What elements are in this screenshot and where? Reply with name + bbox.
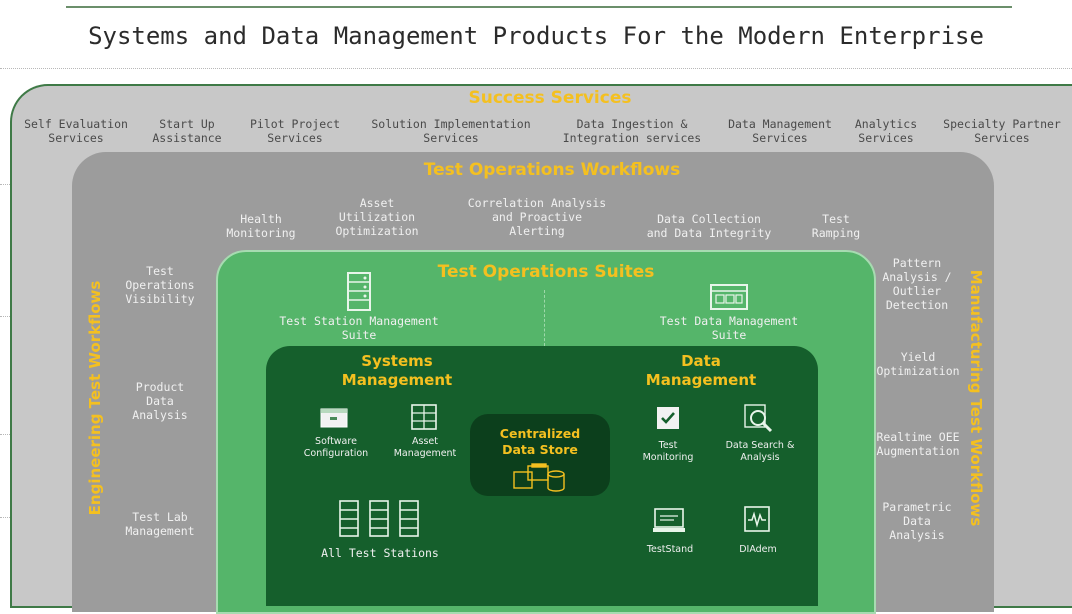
service-pilot-project: Pilot Project Services	[249, 117, 340, 145]
workflow-health-monitoring: Health Monitoring	[226, 212, 296, 240]
checkbox-icon	[656, 406, 680, 430]
test-stations-icon	[338, 500, 420, 538]
service-analytics: Analytics Services	[854, 117, 918, 145]
all-test-stations-label: All Test Stations	[321, 546, 439, 560]
systems-management-heading: Systems Management	[341, 352, 453, 389]
workflow-product-data-analysis: Product Data Analysis	[132, 380, 188, 422]
test-operations-workflows-heading: Test Operations Workflows	[423, 160, 681, 180]
success-services-heading: Success Services	[468, 88, 632, 108]
test-data-management-suite: Test Data Management Suite	[659, 314, 799, 342]
workflow-parametric-data: Parametric Data Analysis	[882, 500, 952, 542]
database-icon	[512, 462, 568, 494]
workflow-realtime-oee: Realtime OEE Augmentation	[876, 430, 960, 458]
teststand-icon	[652, 508, 686, 534]
test-operations-suites-heading: Test Operations Suites	[437, 262, 655, 282]
workflow-test-operations-visibility: Test Operations Visibility	[125, 264, 195, 306]
workflow-asset-utilization: Asset Utilization Optimization	[335, 196, 419, 238]
software-window-icon	[320, 408, 348, 428]
service-data-management: Data Management Services	[728, 117, 832, 145]
service-solution-implementation: Solution Implementation Services	[371, 117, 531, 145]
software-configuration-label: Software Configuration	[303, 436, 369, 459]
workflow-test-ramping: Test Ramping	[811, 212, 861, 240]
workflow-correlation-analysis: Correlation Analysis and Proactive Alert…	[467, 196, 607, 238]
data-management-heading: Data Management	[645, 352, 757, 389]
title-rule	[66, 6, 1012, 8]
centralized-data-store-panel	[470, 414, 610, 496]
workflow-pattern-analysis: Pattern Analysis / Outlier Detection	[882, 256, 952, 312]
dotted-guide	[0, 68, 1072, 69]
test-monitoring-label: Test Monitoring	[642, 440, 694, 463]
data-search-analysis-label: Data Search & Analysis	[725, 440, 795, 463]
workflow-data-collection: Data Collection and Data Integrity	[646, 212, 772, 240]
server-rack-icon	[346, 272, 372, 312]
workflow-yield-optimization: Yield Optimization	[876, 350, 960, 378]
teststand-label: TestStand	[646, 544, 694, 555]
service-self-evaluation: Self Evaluation Services	[24, 117, 128, 145]
centralized-data-store-heading: Centralized Data Store	[499, 426, 581, 457]
diadem-label: DIAdem	[739, 544, 777, 555]
workflow-test-lab-management: Test Lab Management	[125, 510, 195, 538]
test-station-management-suite: Test Station Management Suite	[279, 314, 439, 342]
suite-divider	[544, 290, 545, 346]
page-title: Systems and Data Management Products For…	[88, 22, 984, 50]
asset-rack-icon	[411, 404, 437, 430]
service-start-up: Start Up Assistance	[152, 117, 222, 145]
magnifier-icon	[744, 404, 774, 434]
data-window-icon	[710, 284, 748, 310]
service-specialty-partner: Specialty Partner Services	[943, 117, 1061, 145]
asset-management-label: Asset Management	[393, 436, 457, 459]
service-data-ingestion: Data Ingestion & Integration services	[562, 117, 702, 145]
diadem-waveform-icon	[744, 506, 770, 532]
